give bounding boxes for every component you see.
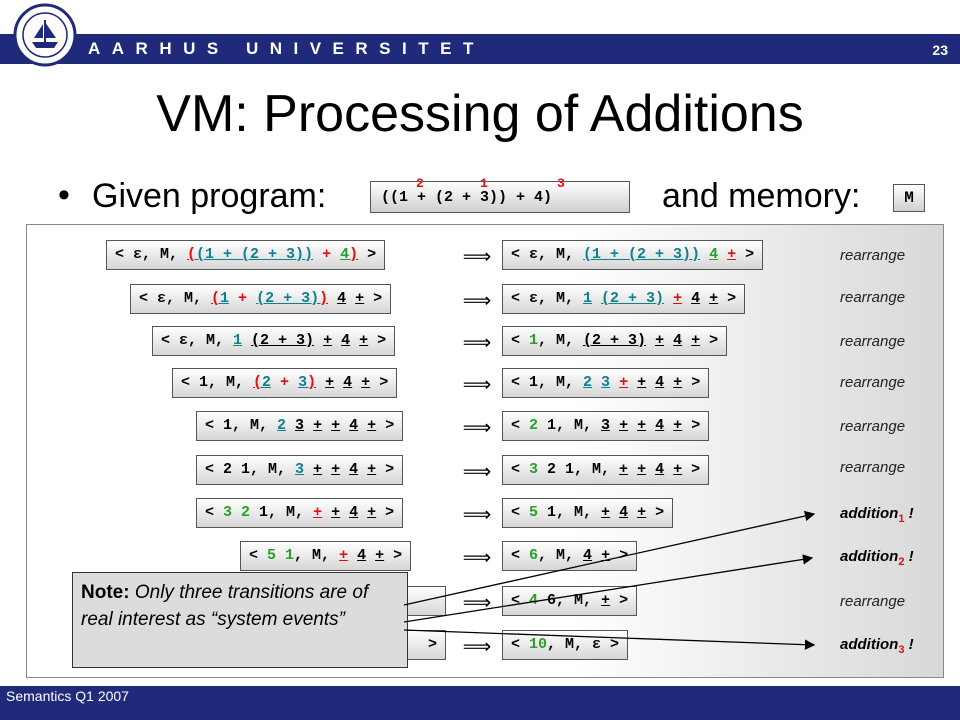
row-label: addition1 !	[840, 505, 914, 525]
row-label: addition2 !	[840, 548, 914, 568]
row-label: rearrange	[840, 247, 906, 264]
config-right-6: < 3 2 1, M, + + 4 + >	[502, 455, 710, 485]
config-left-4: < 1, M, (2 + 3) + 4 + >	[172, 368, 398, 398]
program-expression: ((1 + (2 + 3)) + 4)	[381, 189, 553, 206]
header-bar	[0, 34, 960, 64]
transition-arrow: ⟹	[462, 374, 492, 396]
config-left-1: < ε, M, ((1 + (2 + 3)) + 4) >	[106, 240, 386, 270]
config-right-5: < 2 1, M, 3 + + 4 + >	[502, 411, 710, 441]
row-label: rearrange	[840, 374, 906, 391]
config-left-5: < 1, M, 2 3 + + 4 + >	[196, 411, 404, 441]
slide-number: 23	[932, 42, 948, 58]
row-label: rearrange	[840, 289, 906, 306]
config-right-10: < 10, M, ε >	[502, 630, 629, 660]
config-left-2: < ε, M, (1 + (2 + 3)) 4 + >	[130, 284, 392, 314]
footer-text: Semantics Q1 2007	[6, 688, 129, 704]
config-right-1: < ε, M, (1 + (2 + 3)) 4 + >	[502, 240, 764, 270]
footer-bar	[0, 686, 960, 720]
university-name: AARHUS UNIVERSITET	[88, 39, 485, 58]
transition-arrow: ⟹	[462, 636, 492, 658]
config-right-9: < 4 6, M, + >	[502, 586, 638, 616]
config-left-3: < ε, M, 1 (2 + 3) + 4 + >	[152, 326, 396, 356]
config-right-4: < 1, M, 2 3 + + 4 + >	[502, 368, 710, 398]
bullet-dot: •	[58, 176, 70, 214]
transition-arrow: ⟹	[462, 461, 492, 483]
transition-arrow: ⟹	[462, 504, 492, 526]
program-box	[370, 181, 630, 213]
row-label: rearrange	[840, 333, 906, 350]
memory-label: and memory:	[662, 177, 861, 215]
row-label: addition3 !	[840, 636, 914, 656]
university-seal-icon	[13, 3, 77, 67]
config-right-2: < ε, M, 1 (2 + 3) + 4 + >	[502, 284, 746, 314]
transition-arrow: ⟹	[462, 290, 492, 312]
config-right-8: < 6, M, 4 + >	[502, 541, 638, 571]
row-label: rearrange	[840, 459, 906, 476]
row-label: rearrange	[840, 418, 906, 435]
given-program-label: Given program:	[92, 177, 327, 215]
config-left-8: < 5 1, M, + 4 + >	[240, 541, 412, 571]
subexpr-index-2: 2	[416, 176, 424, 191]
config-right-3: < 1, M, (2 + 3) + 4 + >	[502, 326, 728, 356]
config-right-7: < 5 1, M, + 4 + >	[502, 498, 674, 528]
slide-title: VM: Processing of Additions	[156, 85, 804, 143]
config-left-6: < 2 1, M, 3 + + 4 + >	[196, 455, 404, 485]
config-left-7: < 3 2 1, M, + + 4 + >	[196, 498, 404, 528]
transition-arrow: ⟹	[462, 592, 492, 614]
transition-arrow: ⟹	[462, 547, 492, 569]
transition-arrow: ⟹	[462, 246, 492, 268]
subexpr-index-3: 3	[557, 176, 565, 191]
transition-arrow: ⟹	[462, 332, 492, 354]
note-box: Note: Only three transitions are of real…	[72, 572, 408, 668]
memory-box: M	[893, 184, 925, 212]
row-label: rearrange	[840, 593, 906, 610]
subexpr-index-1: 1	[480, 176, 488, 191]
transition-arrow: ⟹	[462, 417, 492, 439]
